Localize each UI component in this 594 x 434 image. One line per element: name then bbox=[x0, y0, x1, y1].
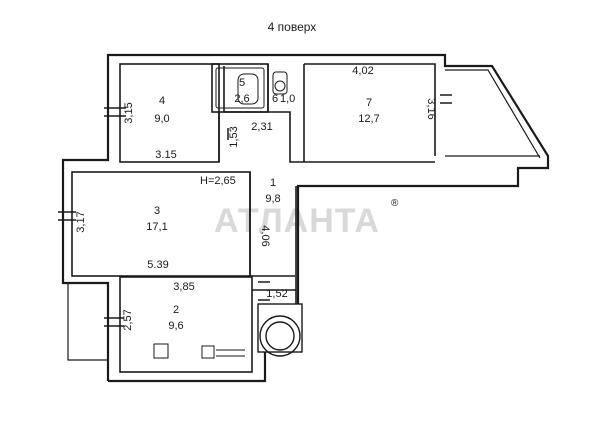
watermark-mark: ® bbox=[391, 198, 399, 209]
room-2-area: 9,6 bbox=[168, 320, 183, 332]
room-2-number: 2 bbox=[173, 304, 179, 316]
room-4-number: 4 bbox=[159, 95, 165, 107]
ceiling-height: Н=2,65 bbox=[200, 175, 236, 187]
dim-room2-height: 2,57 bbox=[122, 309, 134, 330]
dim-room3-height: 3,17 bbox=[75, 211, 87, 232]
kitchen-fixtures bbox=[153, 343, 245, 359]
interior-walls bbox=[71, 63, 436, 373]
room-3-area: 17,1 bbox=[146, 221, 167, 233]
outer-walls bbox=[61, 53, 550, 383]
dim-room2-width: 3,85 bbox=[173, 281, 194, 293]
dim-hall-width: 2,31 bbox=[251, 121, 272, 133]
dim-room7-width: 4,02 bbox=[352, 65, 373, 77]
dim-balcony-width: 1,52 bbox=[266, 288, 287, 300]
round-column bbox=[257, 303, 303, 357]
room-4-area: 9,0 bbox=[154, 113, 169, 125]
balcony-right bbox=[445, 69, 541, 159]
room-6-number: 6 bbox=[272, 93, 278, 105]
room-1-area: 9,8 bbox=[265, 193, 280, 205]
dim-room3-width: 5.39 bbox=[147, 259, 168, 271]
dim-corridor-length: 4,06 bbox=[259, 225, 271, 246]
dim-hall-height: 1,53 bbox=[228, 126, 240, 147]
openings bbox=[58, 94, 452, 327]
room-7-area: 12,7 bbox=[358, 113, 379, 125]
room-5-number: 5 bbox=[239, 77, 245, 89]
room-6-area: 1,0 bbox=[280, 93, 295, 105]
bathroom-fixtures bbox=[215, 67, 288, 109]
dim-room4-height: 3,15 bbox=[123, 102, 135, 123]
room-1-number: 1 bbox=[270, 177, 276, 189]
floor-label: 4 поверх bbox=[268, 20, 317, 34]
room-3-number: 3 bbox=[154, 205, 160, 217]
dim-room7-height: 3,16 bbox=[425, 98, 437, 119]
room-7-number: 7 bbox=[366, 97, 372, 109]
dim-room4-width: 3.15 bbox=[155, 149, 176, 161]
room-5-area: 2,6 bbox=[234, 93, 249, 105]
